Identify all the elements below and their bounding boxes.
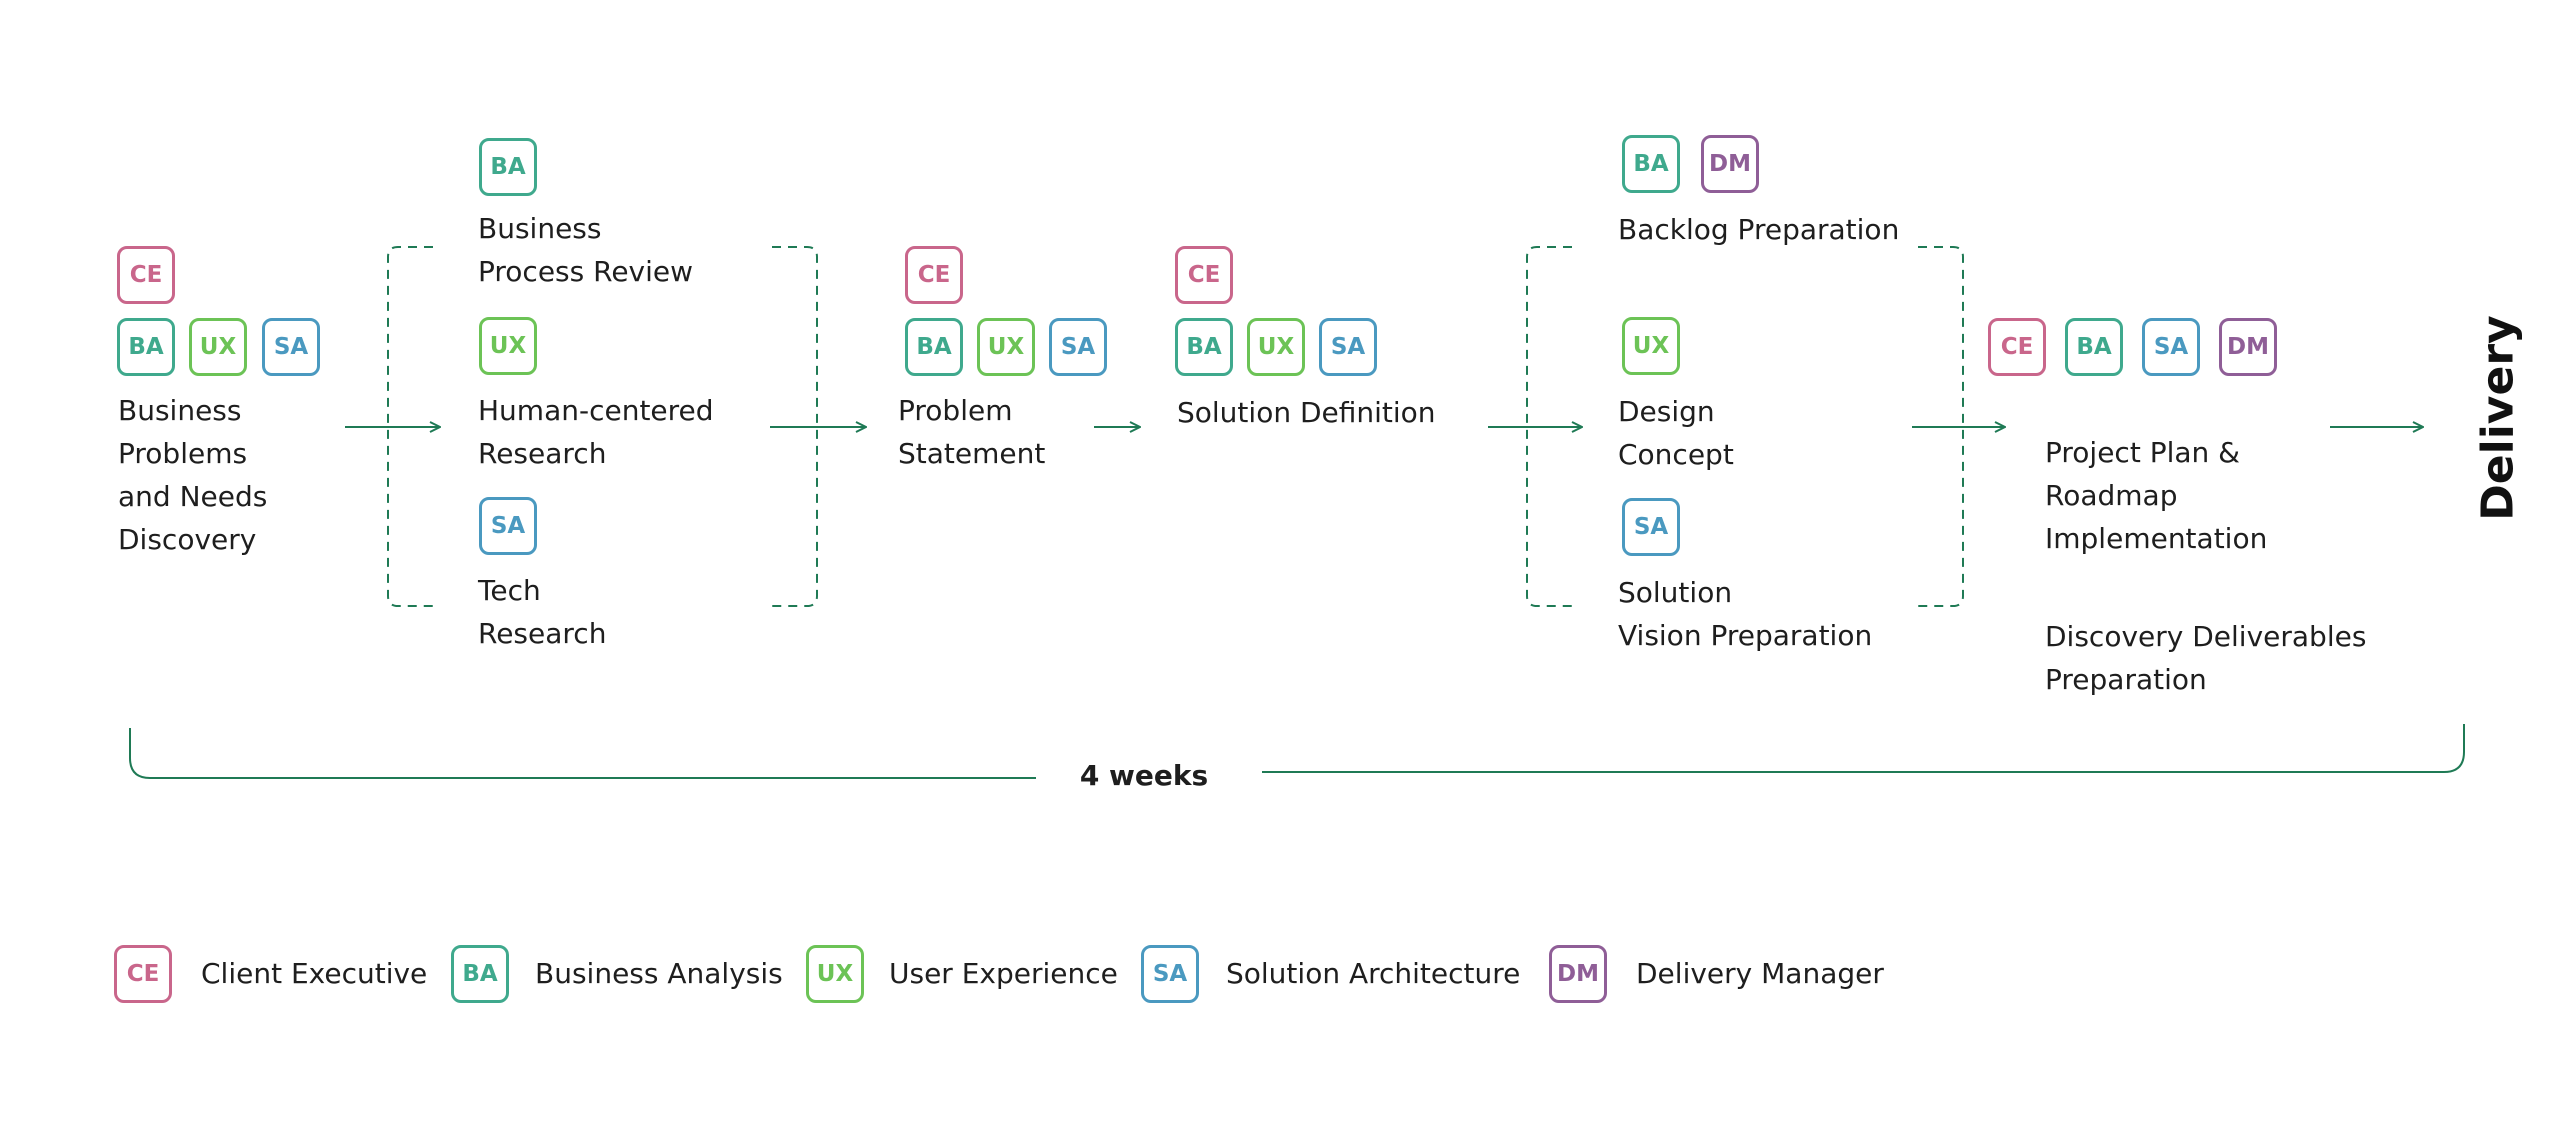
step-label-line: Problems [118,437,248,470]
step-deliverables: Discovery Deliverables Preparation [2045,615,2366,701]
step-label-line: Vision Preparation [1618,619,1873,652]
role-badge-ba: BA [2065,318,2123,376]
role-badge-ux: UX [1247,318,1305,376]
legend-label-sa: Solution Architecture [1226,957,1521,990]
step-label-line: Human-centered [478,394,714,427]
step-label-line: Project Plan & [2045,436,2241,469]
left-bracket-2 [1526,246,1572,607]
step-label-line: Design [1618,395,1715,428]
role-badge-ba: BA [117,318,175,376]
step-human-research: Human-centered Research [478,389,714,475]
step-label-line: Business [118,394,242,427]
role-badge-ba: BA [905,318,963,376]
role-badge-ux: UX [977,318,1035,376]
role-badge-sa: SA [479,497,537,555]
step-label-line: Implementation [2045,522,2268,555]
step-label-line: Discovery Deliverables [2045,620,2367,653]
step-discovery: Business Problems and Needs Discovery [118,389,267,561]
role-badge-ux: UX [479,317,537,375]
step-label-line: Research [478,437,607,470]
legend-badge-sa: SA [1141,945,1199,1003]
role-badge-ce: CE [1175,246,1233,304]
role-badge-ux: UX [189,318,247,376]
role-badge-sa: SA [1622,498,1680,556]
step-label-line: Research [478,617,607,650]
left-bracket-1 [387,246,433,607]
step-label-line: Tech [478,574,541,607]
step-process-review: Business Process Review [478,207,693,293]
step-solution-definition: Solution Definition [1177,391,1436,434]
right-bracket-2 [1918,246,1964,607]
step-label-line: Discovery [118,523,257,556]
legend-badge-ce: CE [114,945,172,1003]
duration-brace-right [1262,724,2465,773]
legend-badge-ba: BA [451,945,509,1003]
role-badge-sa: SA [2142,318,2200,376]
step-label-line: Problem [898,394,1013,427]
role-badge-ba: BA [1175,318,1233,376]
role-badge-dm: DM [2219,318,2277,376]
step-tech-research: Tech Research [478,569,606,655]
step-label-line: Roadmap [2045,479,2178,512]
legend-label-ce: Client Executive [201,957,428,990]
role-badge-ce: CE [117,246,175,304]
legend-label-ba: Business Analysis [535,957,783,990]
duration-label: 4 weeks [1079,759,1209,792]
step-solution-vision: Solution Vision Preparation [1618,571,1872,657]
step-problem-statement: Problem Statement [898,389,1045,475]
legend-badge-ux: UX [806,945,864,1003]
legend-label-dm: Delivery Manager [1636,957,1884,990]
role-badge-ba: BA [1622,135,1680,193]
step-project-plan: Project Plan & Roadmap Implementation [2045,431,2267,560]
step-label-line: and Needs [118,480,268,513]
duration-brace-left [129,728,1036,779]
legend-badge-dm: DM [1549,945,1607,1003]
step-label-line: Solution Definition [1177,396,1436,429]
step-label-line: Preparation [2045,663,2207,696]
role-badge-sa: SA [1319,318,1377,376]
role-badge-ux: UX [1622,317,1680,375]
step-backlog: Backlog Preparation [1618,208,1899,251]
role-badge-sa: SA [262,318,320,376]
delivery-text: Delivery [2472,315,2524,521]
step-design-concept: Design Concept [1618,390,1734,476]
step-label-line: Business [478,212,602,245]
step-label-line: Statement [898,437,1046,470]
role-badge-dm: DM [1701,135,1759,193]
right-bracket-1 [772,246,818,607]
role-badge-ce: CE [1988,318,2046,376]
role-badge-sa: SA [1049,318,1107,376]
step-label-line: Process Review [478,255,694,288]
step-label-line: Concept [1618,438,1734,471]
role-badge-ce: CE [905,246,963,304]
role-badge-ba: BA [479,138,537,196]
step-label-line: Backlog Preparation [1618,213,1900,246]
step-label-line: Solution [1618,576,1733,609]
legend-label-ux: User Experience [889,957,1118,990]
